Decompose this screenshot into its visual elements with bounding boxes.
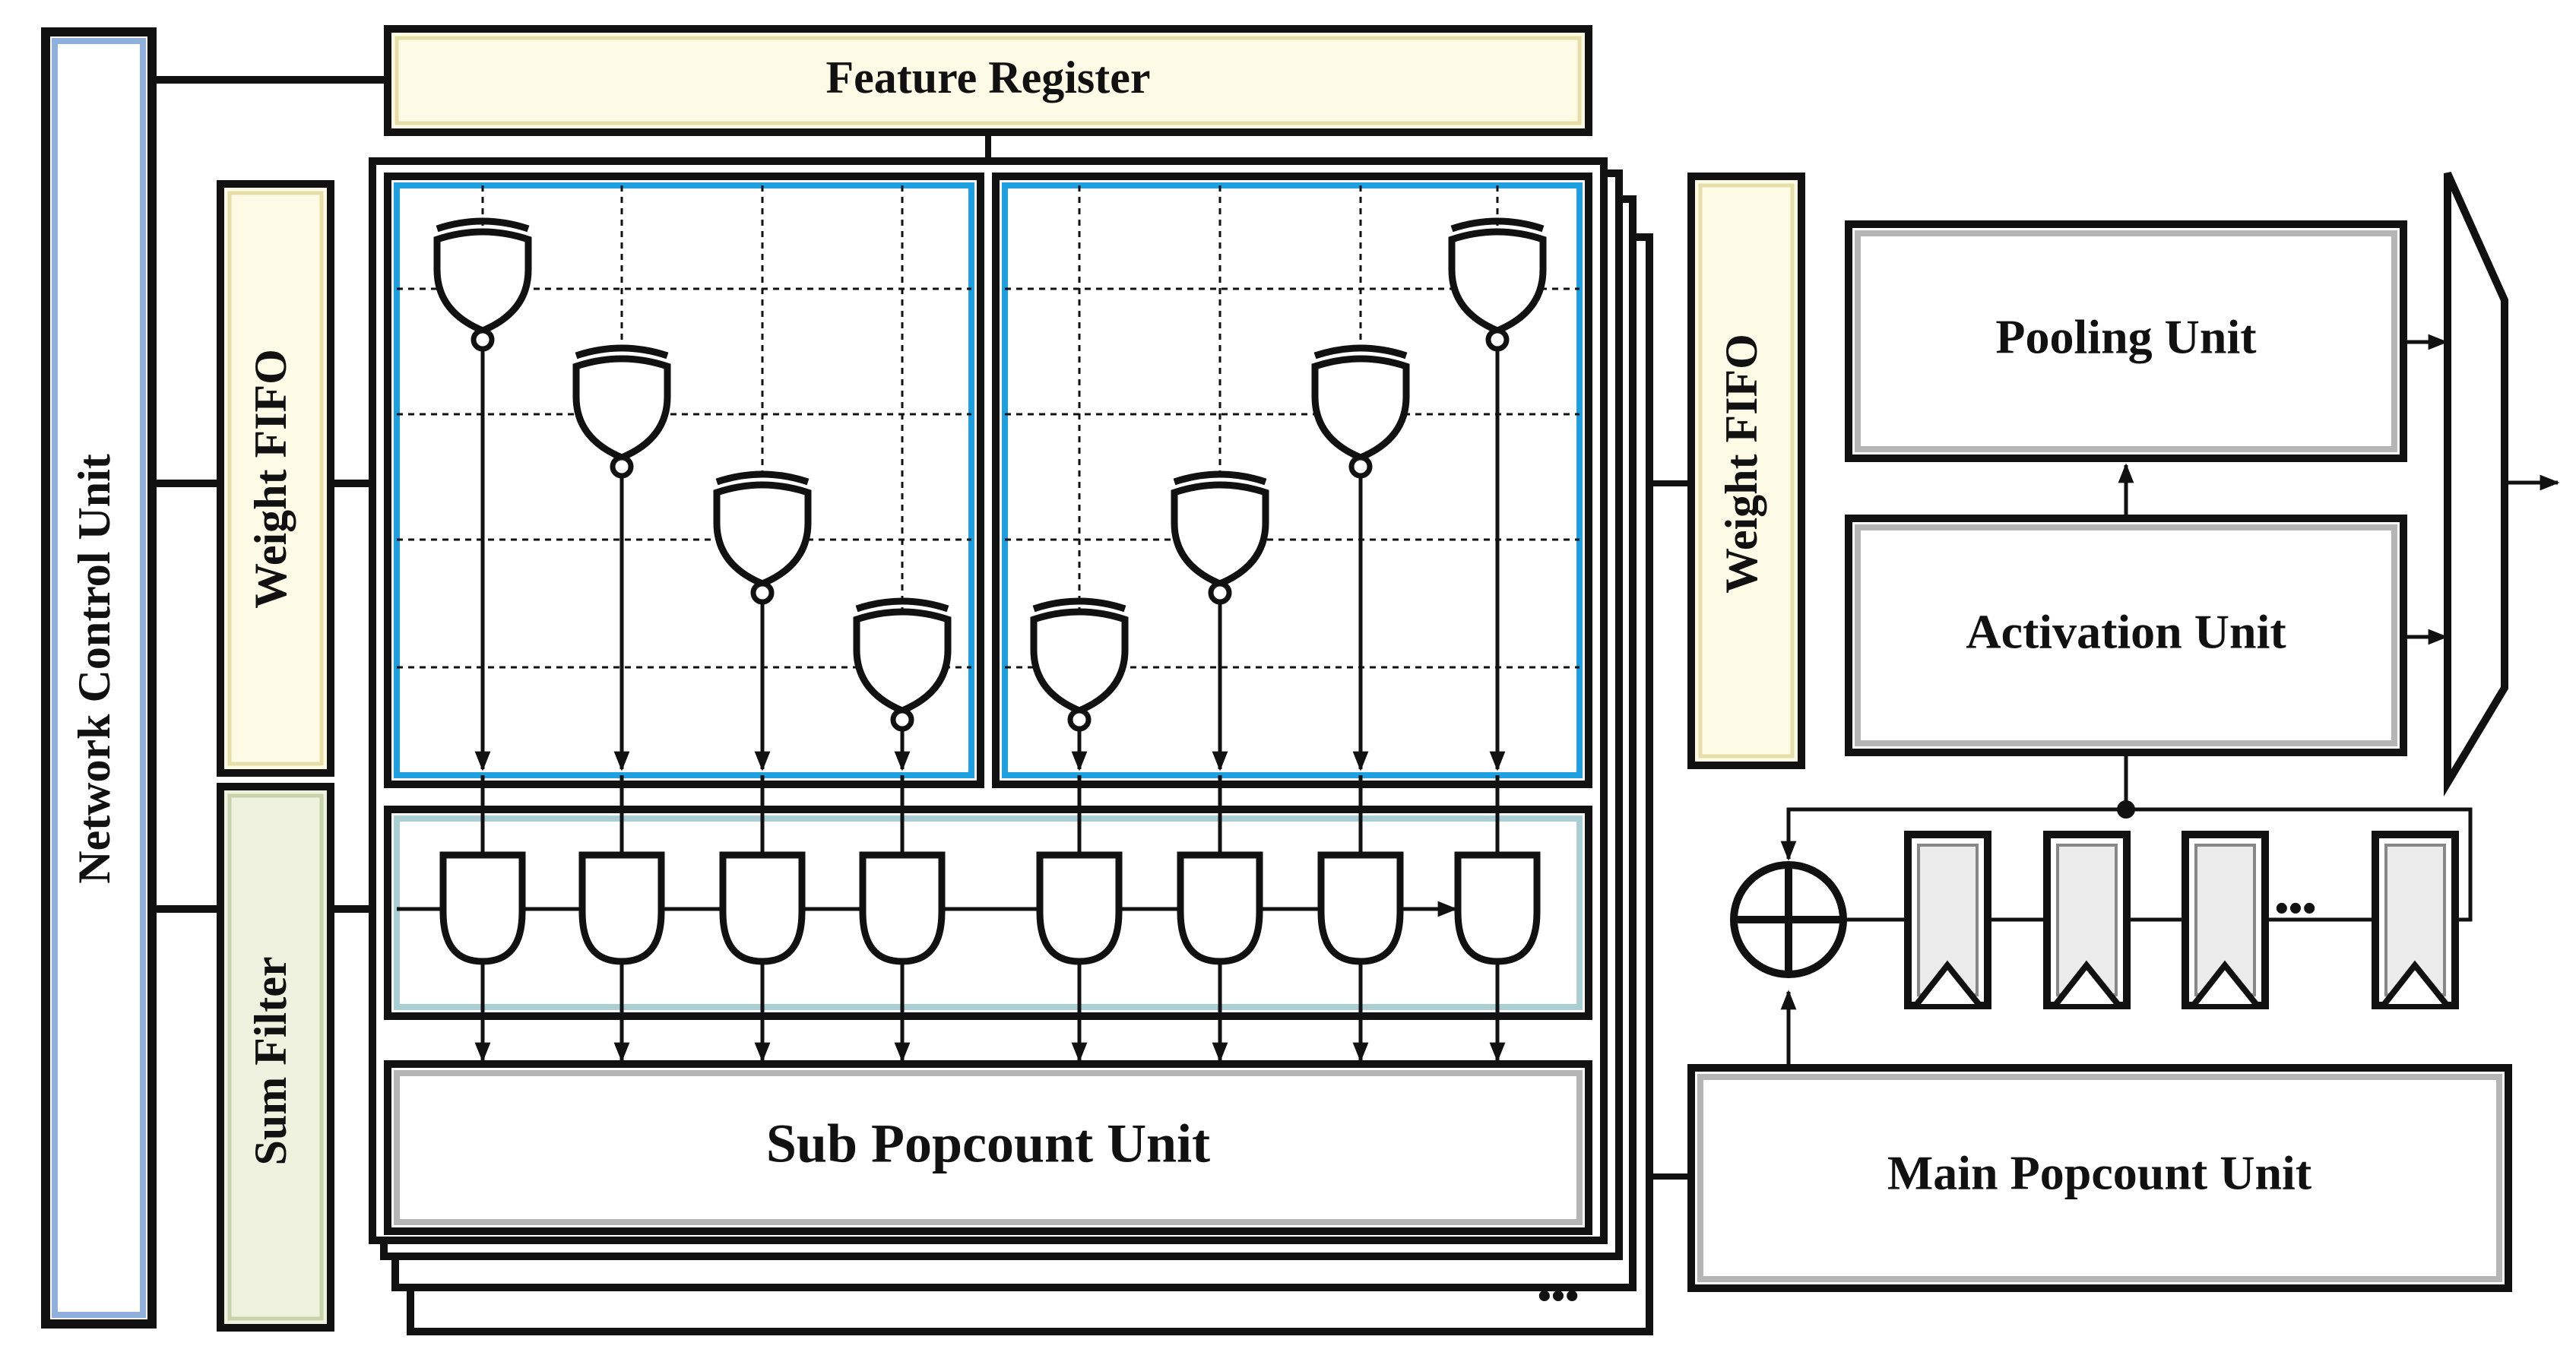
- xnor-array-right-inner: [1002, 182, 1583, 778]
- shift-registers: [1904, 831, 2459, 1009]
- network-control-unit-inner: [52, 38, 146, 1318]
- feedback-loop-line: [1780, 807, 2473, 922]
- xnor-gate-icon: [1171, 470, 1269, 605]
- main-popcount-unit-inner: [1697, 1074, 2502, 1282]
- and-row-outer: [384, 806, 1592, 1020]
- and-gate-icon: [439, 851, 526, 965]
- and-gate-icon: [578, 851, 665, 965]
- xnor-gate-icon: [1311, 344, 1410, 479]
- and-row-inner: [394, 816, 1583, 1010]
- activation-unit-label: Activation Unit: [1966, 605, 2286, 659]
- sum-filter-inner: [227, 793, 324, 1321]
- pooling-unit-box: [1845, 220, 2407, 462]
- network-control-unit-label: Network Control Unit: [69, 454, 119, 884]
- xnor-gate-icon: [853, 597, 952, 732]
- register-icon: [2372, 831, 2459, 1009]
- and-gate-icon: [1317, 851, 1404, 965]
- weight-fifo-left-label: Weight FIFO: [246, 349, 296, 609]
- register-icon: [2182, 831, 2269, 1009]
- register-icon: [2043, 831, 2131, 1009]
- xnor-gate-icon: [433, 217, 532, 352]
- pooling-unit-inner: [1855, 230, 2397, 452]
- adder-icon: [1730, 861, 1847, 978]
- and-output-arrows: [474, 961, 1506, 1063]
- weight-fifo-left-box: [217, 180, 334, 777]
- mux-icon: [2444, 171, 2508, 797]
- sum-filter-label: Sum Filter: [246, 957, 296, 1166]
- xnor-gate-icon: [713, 470, 812, 605]
- and-gate-icon: [1454, 851, 1541, 965]
- main-popcount-unit-box: [1687, 1064, 2512, 1292]
- xnor-array-left-inner: [394, 182, 974, 778]
- sub-popcount-unit-inner: [394, 1070, 1583, 1225]
- xnor-gate-icon: [1030, 597, 1129, 732]
- xnor-gates: [433, 217, 1547, 732]
- activation-unit-box: [1845, 515, 2407, 756]
- and-gate-icon: [859, 851, 946, 965]
- sum-filter-box: [217, 783, 334, 1332]
- xnor-gate-icon: [1448, 217, 1547, 352]
- feature-register-label: Feature Register: [825, 52, 1150, 103]
- weight-fifo-right-inner: [1698, 183, 1795, 759]
- activation-unit-inner: [1855, 524, 2397, 746]
- feature-register-inner: [394, 36, 1582, 125]
- register-icon: [1904, 831, 1991, 1009]
- xnor-output-arrows: [474, 349, 1506, 771]
- and-gate-icon: [1036, 851, 1123, 965]
- and-gate-icon: [1177, 851, 1263, 965]
- sub-popcount-unit-box: [384, 1060, 1592, 1235]
- weight-fifo-left-inner: [227, 191, 324, 766]
- weight-fifo-right-label: Weight FIFO: [1716, 334, 1766, 594]
- and-gate-icon: [719, 851, 806, 965]
- xnor-gate-icon: [572, 344, 671, 479]
- network-control-unit-box: [41, 27, 157, 1329]
- main-popcount-unit-label: Main Popcount Unit: [1887, 1146, 2312, 1200]
- pooling-unit-label: Pooling Unit: [1995, 310, 2257, 364]
- sub-popcount-unit-label: Sub Popcount Unit: [766, 1113, 1210, 1174]
- pe-stack-ellipsis: •••: [1538, 1275, 1580, 1318]
- weight-fifo-right-box: [1687, 173, 1805, 769]
- register-chain-ellipsis: •••: [2275, 887, 2317, 930]
